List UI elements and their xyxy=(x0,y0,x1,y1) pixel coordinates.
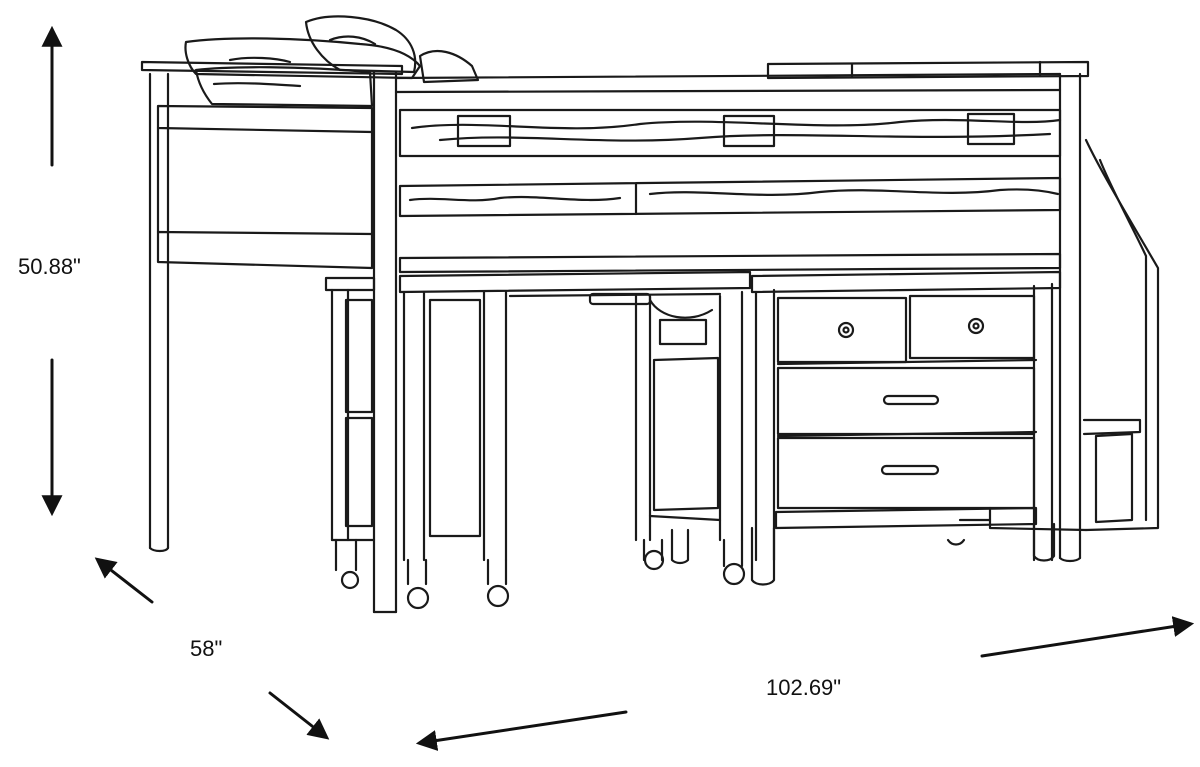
depth-arrow-bottom xyxy=(268,691,330,740)
left-cabinet xyxy=(324,276,376,590)
width-arrow-left xyxy=(415,710,628,751)
chest-of-drawers xyxy=(750,270,1062,586)
desk xyxy=(398,270,752,610)
rolling-pedestal xyxy=(634,290,746,586)
height-dimension-label: 50.88" xyxy=(18,254,81,279)
depth-dimension-label: 58" xyxy=(190,636,223,661)
bed-frame xyxy=(140,60,1090,614)
pillows xyxy=(184,15,480,108)
depth-arrow-top xyxy=(94,557,154,604)
width-arrow-right xyxy=(980,616,1195,658)
width-dimension-label: 102.69" xyxy=(766,675,842,700)
